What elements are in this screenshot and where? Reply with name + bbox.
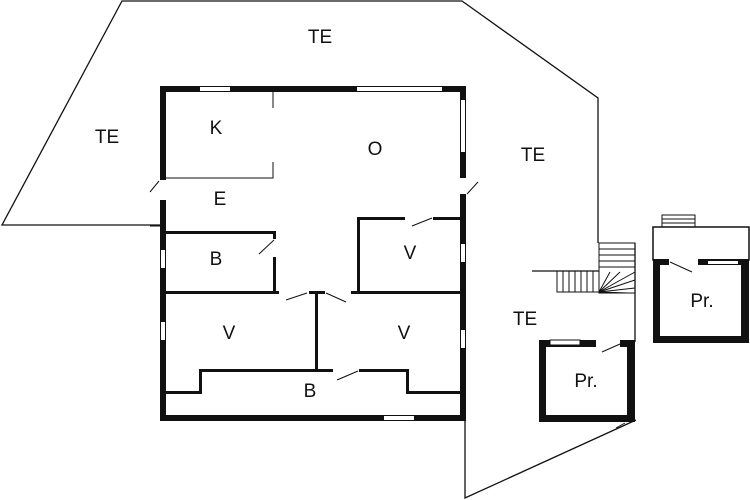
label-bedroom-middle: V [397,323,411,344]
label-bath-small: B [209,249,223,270]
label-bath-large: B [303,381,317,402]
storage-lower-walls [539,339,635,429]
house-walls [160,86,466,421]
label-entrance: E [213,189,227,210]
storage-right-walls [652,226,750,343]
label-storage-right: Pr. [690,291,714,312]
label-bedroom-right: V [403,243,417,264]
label-terrace-top: TE [307,27,333,48]
label-terrace-left: TE [94,127,120,148]
terrace-outline [0,0,637,500]
label-terrace-right: TE [520,145,546,166]
label-terrace-bottom: TE [512,309,538,330]
label-kitchen: K [209,118,223,139]
door-swings [149,86,479,381]
label-living: O [367,139,383,160]
openings [159,87,467,420]
label-bedroom-left: V [222,323,236,344]
label-storage-lower: Pr. [574,371,598,392]
